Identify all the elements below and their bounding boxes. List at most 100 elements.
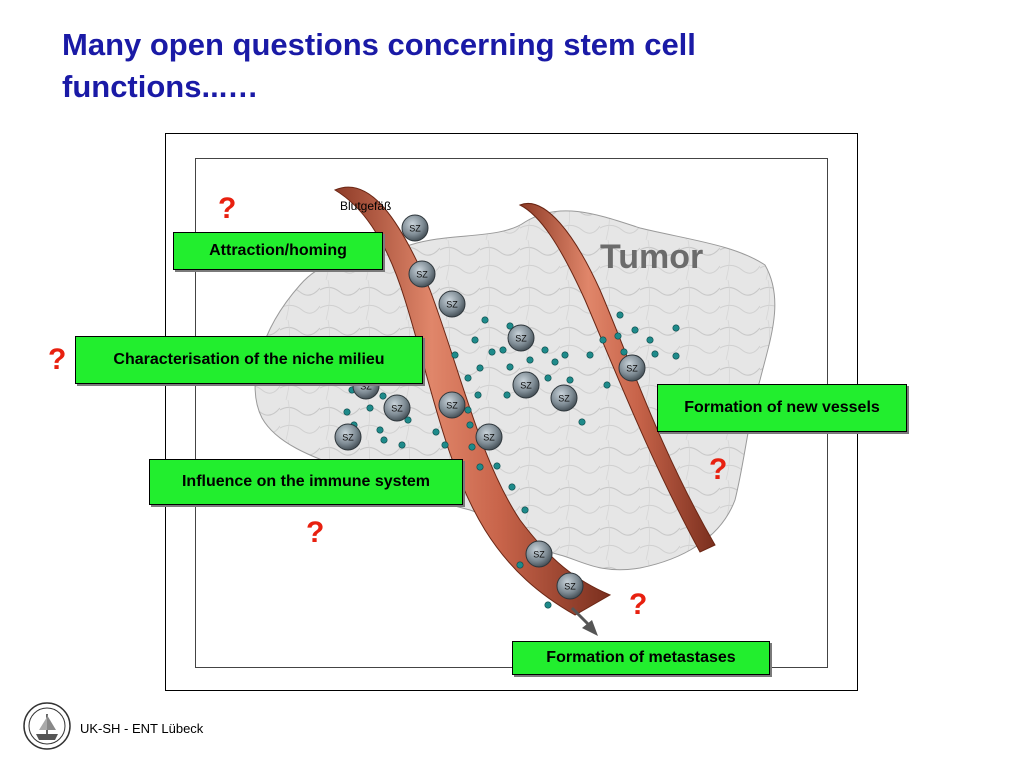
stem-cell-label: SZ bbox=[446, 401, 458, 411]
growth-factor-dot bbox=[526, 356, 534, 364]
stem-cell-body bbox=[438, 391, 466, 419]
stem-cell-label: SZ bbox=[342, 433, 354, 443]
vessel-label: Blutgefäß bbox=[340, 199, 392, 213]
stem-cell-body bbox=[556, 572, 584, 600]
stem-cell-label: SZ bbox=[515, 334, 527, 344]
stem-cell: SZ bbox=[383, 394, 411, 422]
growth-factor-dot bbox=[366, 404, 374, 412]
growth-factor-dot bbox=[441, 441, 449, 449]
slide-title: Many open questions concerning stem cell… bbox=[62, 27, 696, 104]
stem-cell-label: SZ bbox=[409, 224, 421, 234]
growth-factor-dot bbox=[646, 336, 654, 344]
tumor-label: Tumor bbox=[600, 238, 704, 276]
stem-cell-label: SZ bbox=[416, 270, 428, 280]
stem-cell-label: SZ bbox=[558, 394, 570, 404]
stem-cells: SZ SZ SZ SZ SZ SZ SZ SZ SZ SZ SZ SZ SZ SZ bbox=[334, 214, 646, 600]
growth-factor-dot bbox=[499, 346, 507, 354]
stem-cell: SZ bbox=[438, 290, 466, 318]
stem-cell: SZ bbox=[507, 324, 535, 352]
stem-cell: SZ bbox=[475, 423, 503, 451]
stem-cell-label: SZ bbox=[626, 364, 638, 374]
growth-factor-dot bbox=[343, 408, 351, 416]
box-new-vessels: Formation of new vessels bbox=[657, 384, 907, 432]
growth-factor-dots bbox=[343, 311, 680, 609]
question-mark-metastases: ? bbox=[629, 588, 648, 621]
growth-factor-dot bbox=[651, 350, 659, 358]
stem-cell: SZ bbox=[334, 423, 362, 451]
growth-factor-dot bbox=[599, 336, 607, 344]
stem-cell-body bbox=[507, 324, 535, 352]
stem-cell: SZ bbox=[556, 572, 584, 600]
question-mark-attraction: ? bbox=[218, 192, 237, 225]
growth-factor-dot bbox=[506, 363, 514, 371]
stem-cell-body bbox=[334, 423, 362, 451]
growth-factor-dot bbox=[493, 462, 501, 470]
arrow-icon bbox=[582, 620, 598, 636]
stem-cell-label: SZ bbox=[533, 550, 545, 560]
growth-factor-dot bbox=[474, 391, 482, 399]
box-niche-milieu: Characterisation of the niche milieu bbox=[75, 336, 423, 384]
growth-factor-dot bbox=[508, 483, 516, 491]
box-immune-system: Influence on the immune system bbox=[149, 459, 463, 505]
growth-factor-dot bbox=[476, 463, 484, 471]
growth-factor-dot bbox=[466, 421, 474, 429]
growth-factor-dot bbox=[488, 348, 496, 356]
stem-cell-body bbox=[438, 290, 466, 318]
growth-factor-dot bbox=[616, 311, 624, 319]
stem-cell-body bbox=[550, 384, 578, 412]
growth-factor-dot bbox=[561, 351, 569, 359]
growth-factor-dot bbox=[471, 336, 479, 344]
stem-cell-body bbox=[408, 260, 436, 288]
stem-cell-label: SZ bbox=[446, 300, 458, 310]
stem-cell-body bbox=[383, 394, 411, 422]
growth-factor-dot bbox=[380, 436, 388, 444]
stem-cell-label: SZ bbox=[360, 382, 372, 392]
question-mark-vessels: ? bbox=[709, 453, 728, 486]
stem-cell: SZ bbox=[438, 391, 466, 419]
growth-factor-dot bbox=[404, 416, 412, 424]
growth-factor-dot bbox=[516, 561, 524, 569]
growth-factor-dot bbox=[521, 506, 529, 514]
growth-factor-dot bbox=[631, 326, 639, 334]
university-seal-icon bbox=[23, 702, 71, 750]
growth-factor-dot bbox=[451, 351, 459, 359]
growth-factor-dot bbox=[376, 426, 384, 434]
stem-cell: SZ bbox=[550, 384, 578, 412]
stem-cell-body bbox=[475, 423, 503, 451]
growth-factor-dot bbox=[566, 376, 574, 384]
growth-factor-dot bbox=[506, 322, 514, 330]
question-mark-immune: ? bbox=[306, 516, 325, 549]
growth-factor-dot bbox=[672, 324, 680, 332]
stem-cell-body bbox=[512, 371, 540, 399]
stem-cell-label: SZ bbox=[391, 404, 403, 414]
growth-factor-dot bbox=[544, 601, 552, 609]
growth-factor-dot bbox=[379, 392, 387, 400]
blood-vessel-secondary bbox=[518, 203, 716, 553]
growth-factor-dot bbox=[551, 358, 559, 366]
growth-factor-dot bbox=[464, 374, 472, 382]
stem-cell-label: SZ bbox=[564, 582, 576, 592]
growth-factor-dot bbox=[672, 352, 680, 360]
growth-factor-dot bbox=[468, 443, 476, 451]
stem-cell-body bbox=[401, 214, 429, 242]
stem-cell-label: SZ bbox=[483, 433, 495, 443]
box-attraction-homing: Attraction/homing bbox=[173, 232, 383, 270]
growth-factor-dot bbox=[544, 374, 552, 382]
growth-factor-dot bbox=[464, 406, 472, 414]
growth-factor-dot bbox=[614, 332, 622, 340]
growth-factor-dot bbox=[503, 391, 511, 399]
growth-factor-dot bbox=[432, 428, 440, 436]
growth-factor-dot bbox=[578, 418, 586, 426]
stem-cell-body bbox=[525, 540, 553, 568]
growth-factor-dot bbox=[541, 346, 549, 354]
question-mark-niche: ? bbox=[48, 343, 67, 376]
stem-cell: SZ bbox=[401, 214, 429, 242]
growth-factor-dot bbox=[586, 351, 594, 359]
growth-factor-dot bbox=[398, 441, 406, 449]
stem-cell-body bbox=[618, 354, 646, 382]
blood-vessel-main bbox=[333, 186, 612, 616]
stem-cell: SZ bbox=[512, 371, 540, 399]
stem-cell-label: SZ bbox=[520, 381, 532, 391]
growth-factor-dot bbox=[620, 348, 628, 356]
footer-text: UK-SH - ENT Lübeck bbox=[80, 721, 204, 736]
